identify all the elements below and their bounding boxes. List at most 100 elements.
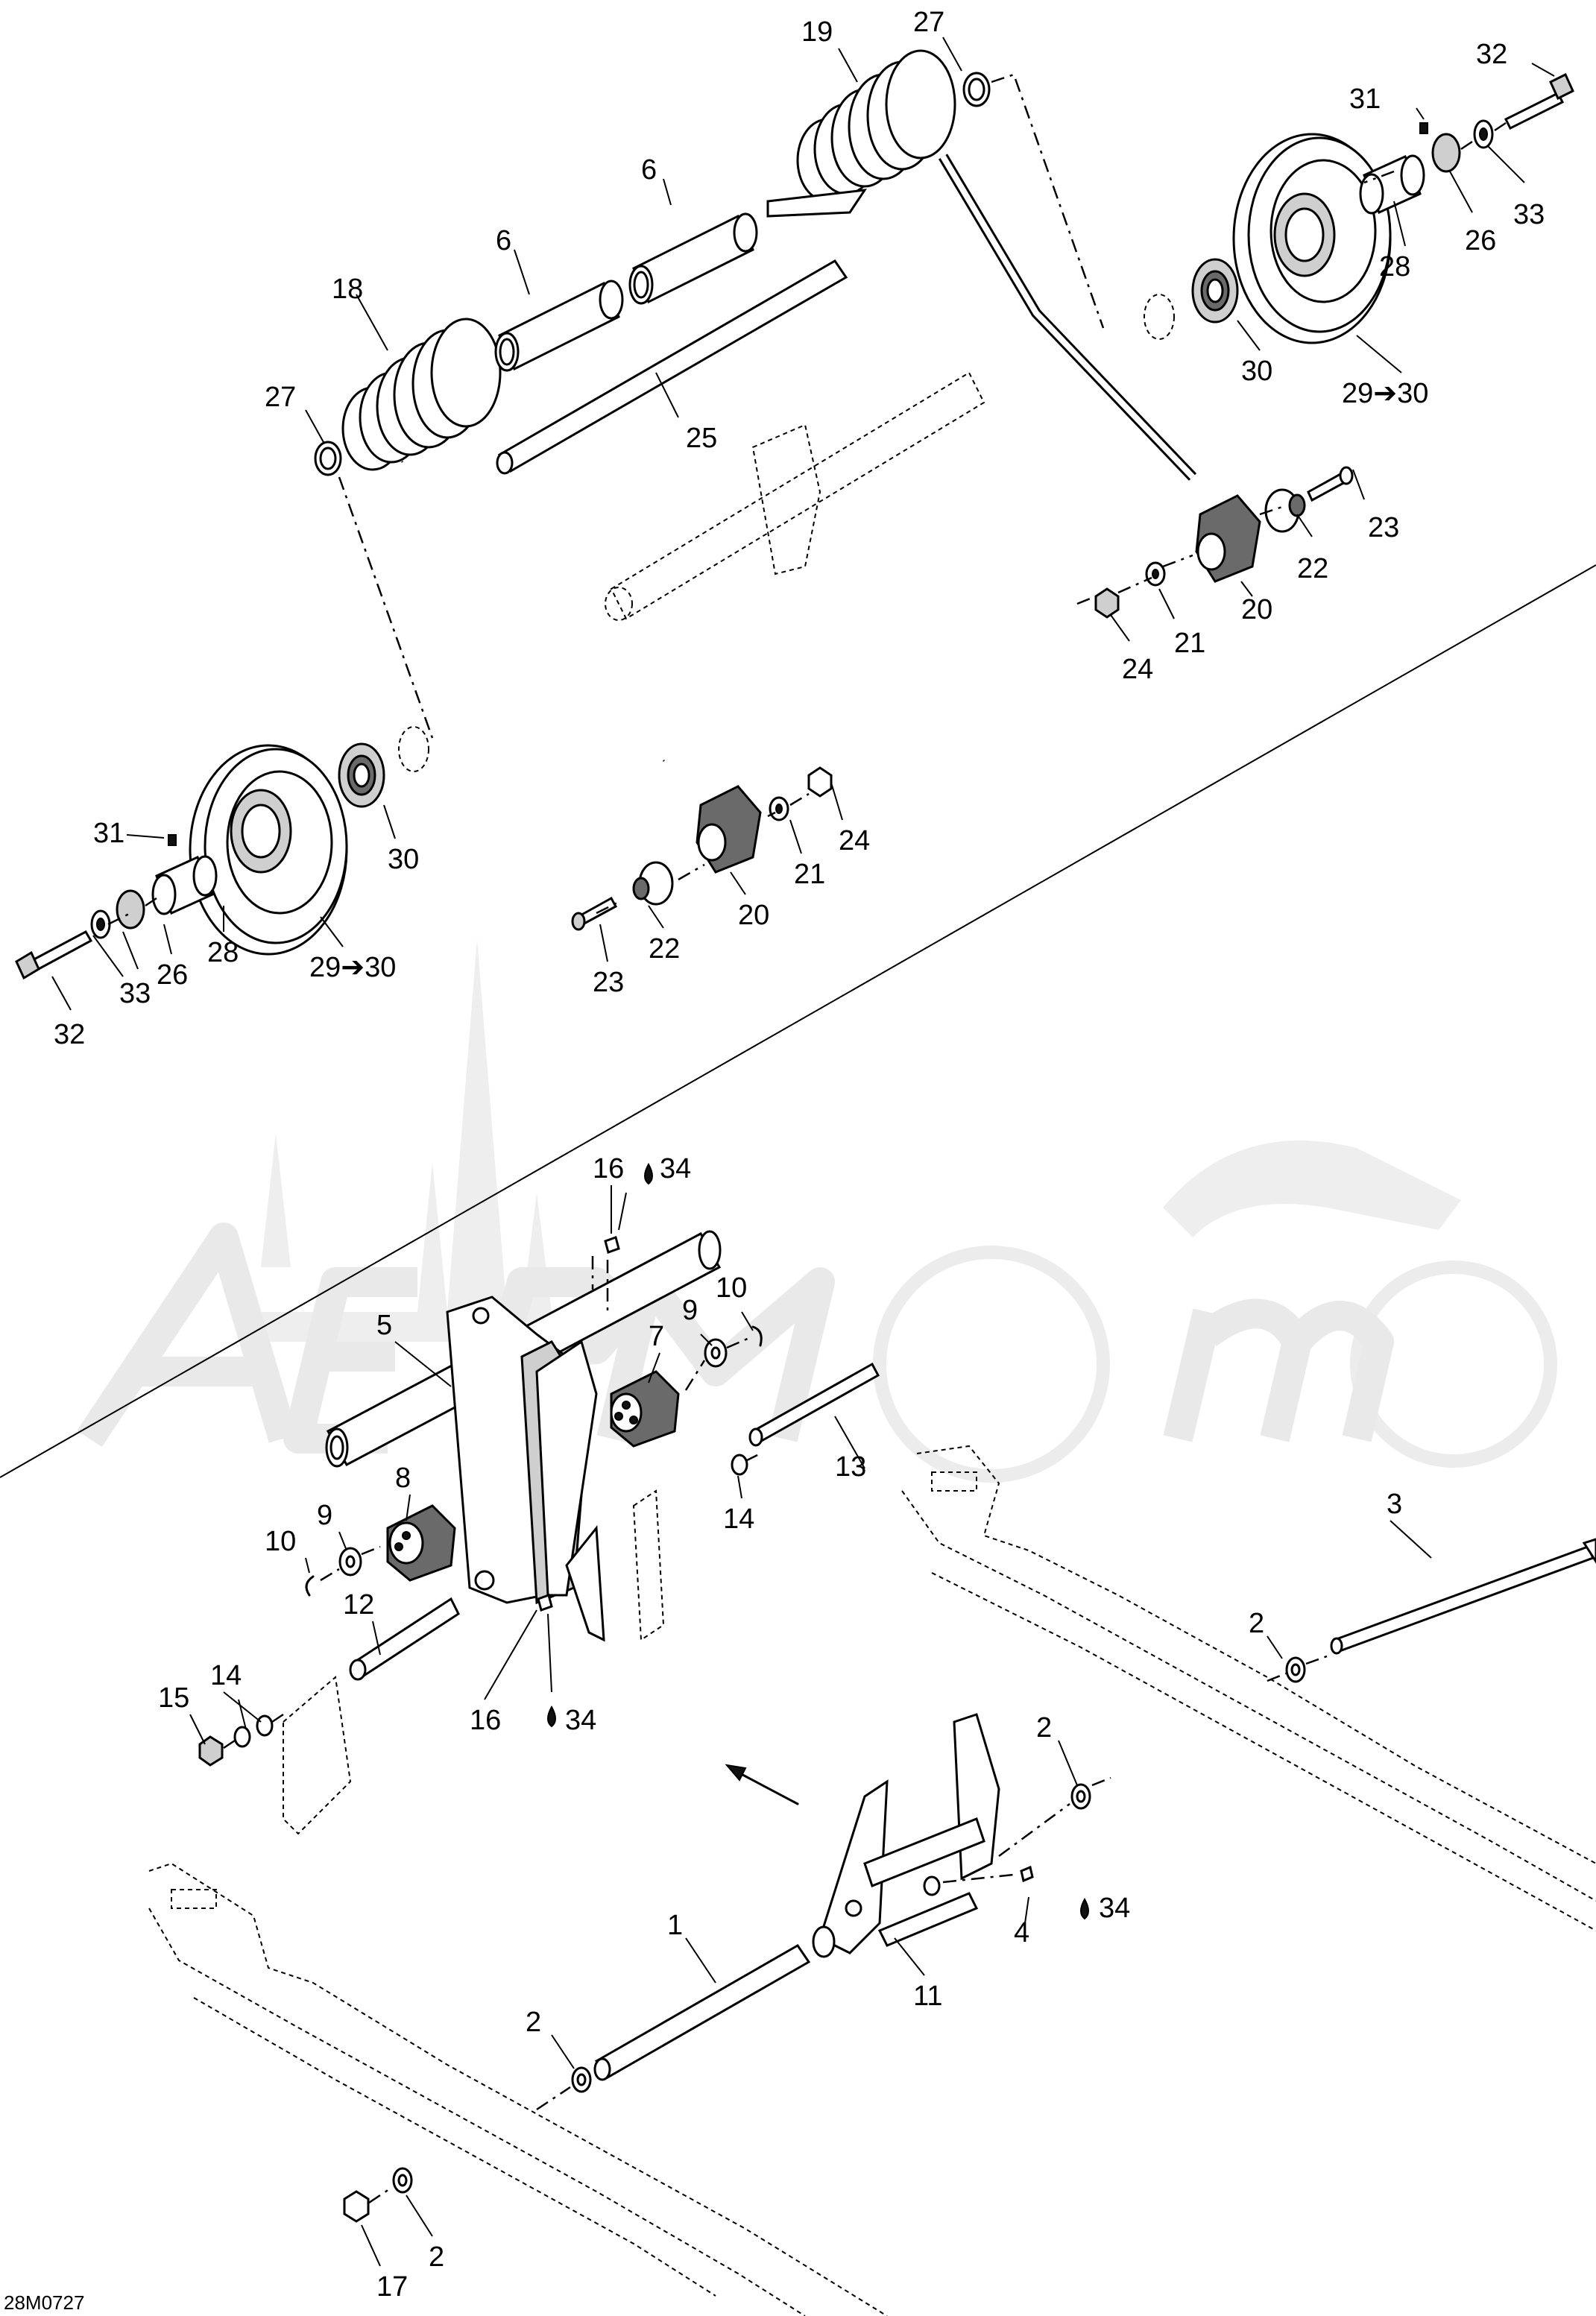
label-part-34: 34: [660, 1153, 691, 1184]
ghost-bracket-left: [283, 1676, 352, 1835]
washer-14-right: [731, 1454, 748, 1476]
label-part-1: 1: [667, 1910, 683, 1941]
label-part-22: 22: [1297, 553, 1328, 584]
bolt-32-left: [15, 930, 93, 980]
label-part-18: 18: [332, 274, 363, 305]
grease-fitting-16-bottom: [537, 1594, 553, 1612]
washer-14-left-b: [233, 1726, 251, 1748]
label-part-6: 6: [496, 225, 511, 256]
spacer-tube-6-right: [628, 212, 758, 305]
label-part-9: 9: [317, 1500, 332, 1531]
label-part-32: 32: [54, 1019, 85, 1050]
watermark-logo: [77, 939, 1557, 1483]
bushing-22-left: [632, 861, 674, 906]
lubricant-icon-top: [644, 1162, 653, 1185]
lower-axis-lines: [223, 1256, 1328, 2204]
label-part-17: 17: [376, 2271, 408, 2303]
slide-rail-left: [148, 1862, 888, 2316]
label-part-26: 26: [1465, 225, 1496, 256]
nut-24-right: [1094, 587, 1120, 619]
label-part-14: 14: [210, 1660, 242, 1691]
spacer-tube-6-left: [494, 280, 624, 372]
label-part-20: 20: [1241, 594, 1272, 625]
slide-rail-right: [901, 1445, 1596, 1931]
washer-2-bracket: [1070, 1783, 1091, 1810]
spacer-28-left: [151, 855, 218, 915]
label-part-14: 14: [723, 1503, 754, 1535]
label-part-3: 3: [1387, 1489, 1402, 1520]
bushing-22-right: [1264, 488, 1306, 533]
label-part-23: 23: [593, 967, 624, 998]
label-part-33: 33: [119, 978, 151, 1009]
label-part-30: 30: [388, 844, 419, 875]
bearing-30-left: [338, 742, 385, 808]
shaft-3: [1330, 1538, 1596, 1655]
screw-23-right: [1307, 466, 1354, 502]
bushing-26-left: [116, 889, 145, 930]
label-part-22: 22: [649, 933, 680, 965]
slider-20-left: [696, 785, 762, 874]
washer-2-nut17: [392, 2167, 413, 2194]
label-part-21: 21: [794, 859, 825, 890]
spring-18: [341, 318, 666, 763]
pin-13: [748, 1362, 880, 1447]
label-part-10: 10: [716, 1272, 747, 1304]
grease-fitting-4: [923, 1865, 1034, 1896]
ring-27-upper-right: [962, 72, 991, 107]
washer-9-left: [338, 1547, 362, 1577]
screw-23-left: [571, 896, 618, 931]
section-divider-line: [0, 564, 1596, 1478]
label-part-12: 12: [343, 1589, 374, 1621]
label-part-24: 24: [1122, 654, 1153, 685]
stopper-8: [386, 1504, 456, 1582]
idler-wheel-29-left: [189, 744, 348, 956]
label-part-9: 9: [682, 1295, 698, 1326]
ghost-bracket-center: [632, 1489, 665, 1641]
stopper-7: [610, 1370, 680, 1448]
bracket-11: [812, 1713, 1000, 1958]
washer-2-shaft1: [571, 2066, 592, 2093]
grease-fitting-16-top: [604, 1236, 620, 1254]
label-part-8: 8: [395, 1463, 411, 1494]
label-part-5: 5: [376, 1310, 392, 1341]
label-part-30: 30: [1241, 356, 1272, 387]
label-part-28: 28: [207, 937, 239, 968]
label-part-20: 20: [738, 900, 769, 931]
part-labels: 19 27 6 6 18 27 25 32 31 33 26 28 30 29➔…: [4, 7, 1545, 2314]
label-part-24: 24: [839, 825, 870, 856]
washer-2-shaft3: [1285, 1656, 1306, 1683]
label-part-21: 21: [1174, 628, 1205, 659]
spacer-28-right: [1359, 154, 1425, 215]
lubricant-icon-bottom: [547, 1705, 556, 1728]
lubricant-icon-bracket: [1080, 1897, 1089, 1920]
washer-21-right: [1145, 561, 1166, 587]
label-part-27: 27: [913, 7, 944, 38]
label-part-4: 4: [1014, 1917, 1029, 1949]
label-part-2: 2: [1036, 1712, 1052, 1744]
label-part-27: 27: [265, 382, 296, 413]
label-part-15: 15: [158, 1682, 189, 1714]
label-part-34: 34: [1099, 1893, 1130, 1924]
washer-9-right: [704, 1338, 728, 1368]
swing-arm-11: [446, 1296, 605, 1642]
grease-fitting-31-left: [168, 834, 177, 846]
label-part-11: 11: [913, 1981, 942, 2012]
washer-33-left: [90, 909, 111, 939]
slider-20-right: [1195, 494, 1261, 583]
label-part-31: 31: [1349, 83, 1381, 115]
nut-24-left: [807, 766, 833, 798]
label-part-2: 2: [526, 2007, 541, 2038]
label-part-6: 6: [641, 154, 657, 186]
circlip-10-left: [305, 1575, 315, 1597]
wheel-watermark-right: [1350, 1260, 1557, 1468]
circlip-27-right: [1144, 294, 1175, 340]
label-part-2: 2: [429, 2241, 444, 2273]
washer-21-left: [769, 796, 789, 821]
bearing-30-right: [1191, 258, 1239, 324]
upper-axis-lines: [107, 73, 1507, 926]
drawing-code: 28M0727: [4, 2291, 84, 2314]
label-part-29-30: 29➔30: [309, 952, 396, 983]
label-part-34: 34: [565, 1705, 596, 1736]
